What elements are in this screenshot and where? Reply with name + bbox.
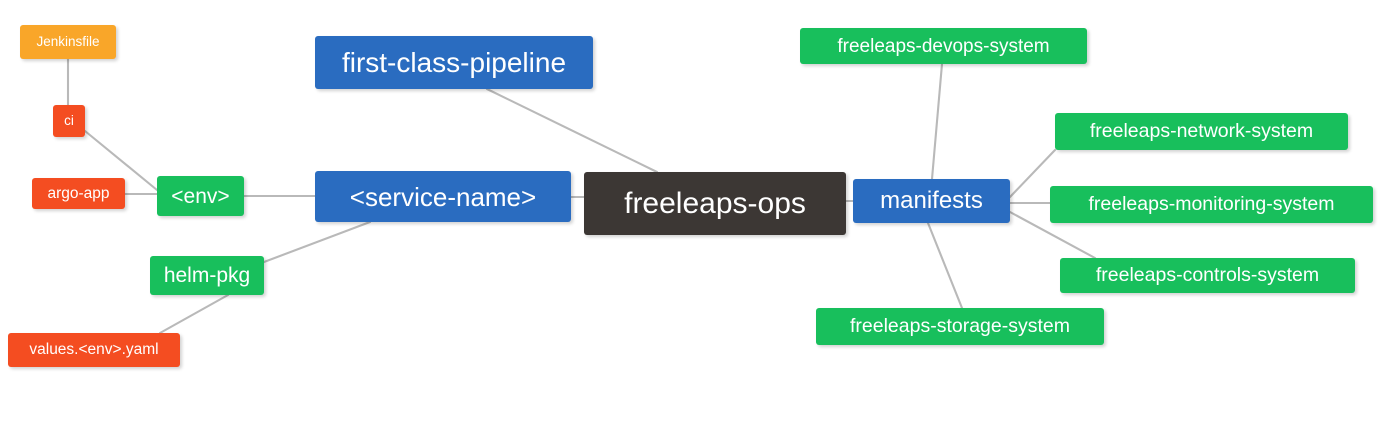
edge-manifests-devops (930, 62, 944, 181)
edge-valuesyaml-helmpkg (158, 293, 230, 335)
node-service-name[interactable]: <service-name> (315, 171, 571, 222)
node-freeleaps-ops[interactable]: freeleaps-ops (584, 172, 846, 235)
node-first-class-pipeline[interactable]: first-class-pipeline (315, 36, 593, 89)
node-env[interactable]: <env> (157, 176, 244, 216)
node-freeleaps-controls-system[interactable]: freeleaps-controls-system (1060, 258, 1355, 293)
node-freeleaps-storage-system[interactable]: freeleaps-storage-system (816, 308, 1104, 345)
edge-helmpkg-servicename (262, 220, 372, 264)
node-ci[interactable]: ci (53, 105, 85, 137)
node-argo-app[interactable]: argo-app (32, 178, 125, 209)
node-freeleaps-monitoring-system[interactable]: freeleaps-monitoring-system (1050, 186, 1373, 223)
node-manifests[interactable]: manifests (853, 179, 1010, 223)
edge-firstclass-freeleapsops (485, 87, 659, 174)
node-freeleaps-devops-system[interactable]: freeleaps-devops-system (800, 28, 1087, 64)
node-values-yaml[interactable]: values.<env>.yaml (8, 333, 180, 367)
edge-manifests-network (1008, 148, 1057, 199)
edge-manifests-storage (926, 221, 964, 310)
node-helm-pkg[interactable]: helm-pkg (150, 256, 264, 295)
node-freeleaps-network-system[interactable]: freeleaps-network-system (1055, 113, 1348, 150)
node-jenkinsfile[interactable]: Jenkinsfile (20, 25, 116, 59)
